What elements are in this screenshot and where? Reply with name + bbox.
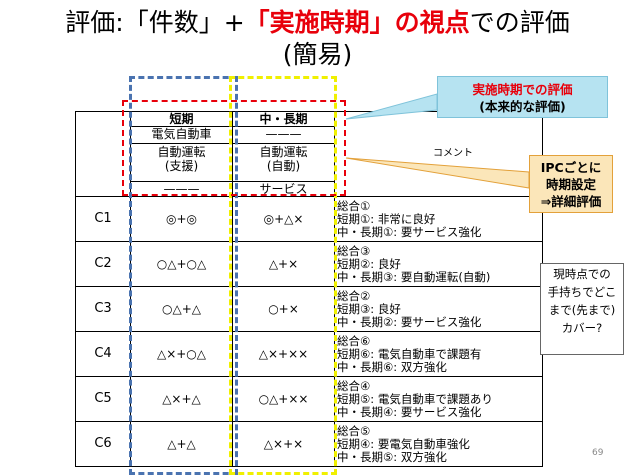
timing-callout-title: 実施時期での評価 <box>472 82 573 97</box>
note-line1: 現時点での <box>553 267 611 281</box>
row-label: C3 <box>75 286 131 332</box>
comment-line: 短期②: 良好 <box>337 256 401 271</box>
comment-line: 短期⑥: 電気自動車で課題有 <box>337 346 482 361</box>
comment-line: 総合⑤ <box>337 423 371 438</box>
comment-line: 中・長期②: 要サービス強化 <box>337 314 482 329</box>
scope-mid-3: サービス <box>259 182 308 196</box>
mid-long-term-score: ○△+×× <box>232 376 335 422</box>
ipc-callout-pointer <box>345 157 530 189</box>
slide-title-line1: 評価:「件数」+「実施時期」の視点での評価 <box>0 8 635 38</box>
scope-mid-2: 自動運転 (自動) <box>233 144 334 182</box>
comment-line: 総合⑥ <box>337 333 371 348</box>
title-suffix: での評価 <box>469 8 570 37</box>
header-mid-long-term: 中・長期 <box>233 112 334 127</box>
comment-line: 総合④ <box>337 378 371 393</box>
short-term-score: △×+○△ <box>130 331 233 377</box>
mid-long-term-score: △×+×× <box>232 331 335 377</box>
page-number: 69 <box>592 448 604 458</box>
scope-short-1: 電気自動車 <box>131 127 232 144</box>
timing-callout-pointer <box>345 93 438 120</box>
note-line3: まで(先まで) <box>548 303 616 317</box>
comment-line: 短期⑤: 電気自動車で課題あり <box>337 391 493 406</box>
comment-line: 中・長期①: 要サービス強化 <box>337 224 482 239</box>
mid-long-term-score: △+× <box>232 241 335 287</box>
comment-line: 短期③: 良好 <box>337 301 401 316</box>
comment-line: 総合① <box>337 198 371 213</box>
ipc-callout-line1: IPCごとに <box>540 160 602 175</box>
short-term-score: ◎+◎ <box>130 196 233 242</box>
comment-line: 短期④: 要電気自動車強化 <box>337 436 470 451</box>
row-label: C2 <box>75 241 131 287</box>
title-prefix: 評価:「件数」+ <box>65 8 245 37</box>
coverage-note: 現時点での 手持ちでどこ まで(先まで) カバー? <box>540 263 624 355</box>
scope-mid-1: ——— <box>233 127 334 144</box>
timing-evaluation-callout: 実施時期での評価 (本来的な評価) <box>437 76 608 118</box>
row-label: C1 <box>75 196 131 242</box>
slide-title-line2: (簡易) <box>282 40 353 69</box>
header-short-term: 短期 <box>131 112 232 127</box>
note-line4: カバー? <box>561 321 603 335</box>
timing-callout-subtitle: (本来的な評価) <box>479 99 566 114</box>
note-line2: 手持ちでどこ <box>547 285 617 299</box>
comment-line: 短期①: 非常に良好 <box>337 211 436 226</box>
title-highlight: 「実施時期」の視点 <box>244 8 470 37</box>
scope-short-3: ——— <box>163 182 200 196</box>
short-term-score: ○△+○△ <box>130 241 233 287</box>
ipc-callout-line2: 時期設定 <box>545 177 596 192</box>
ipc-callout-line3: ⇒詳細評価 <box>540 194 602 209</box>
short-term-score: △+△ <box>130 421 233 467</box>
comment-line: 総合③ <box>337 243 371 258</box>
row-label: C4 <box>75 331 131 377</box>
comment-line: 中・長期⑤: 双方強化 <box>337 449 447 464</box>
ipc-callout: IPCごとに 時期設定 ⇒詳細評価 <box>529 155 613 213</box>
comment-line: 総合② <box>337 288 371 303</box>
comment-line: 中・長期④: 要サービス強化 <box>337 404 482 419</box>
comment-line: 中・長期③: 要自動運転(自動) <box>337 269 491 284</box>
scope-short-2: 自動運転 (支援) <box>131 144 232 182</box>
comment-line: 中・長期⑥: 双方強化 <box>337 359 447 374</box>
evaluation-table: 短期 電気自動車 自動運転 (支援) ——— 中・長期 ——— 自動運転 (自動… <box>75 111 543 467</box>
